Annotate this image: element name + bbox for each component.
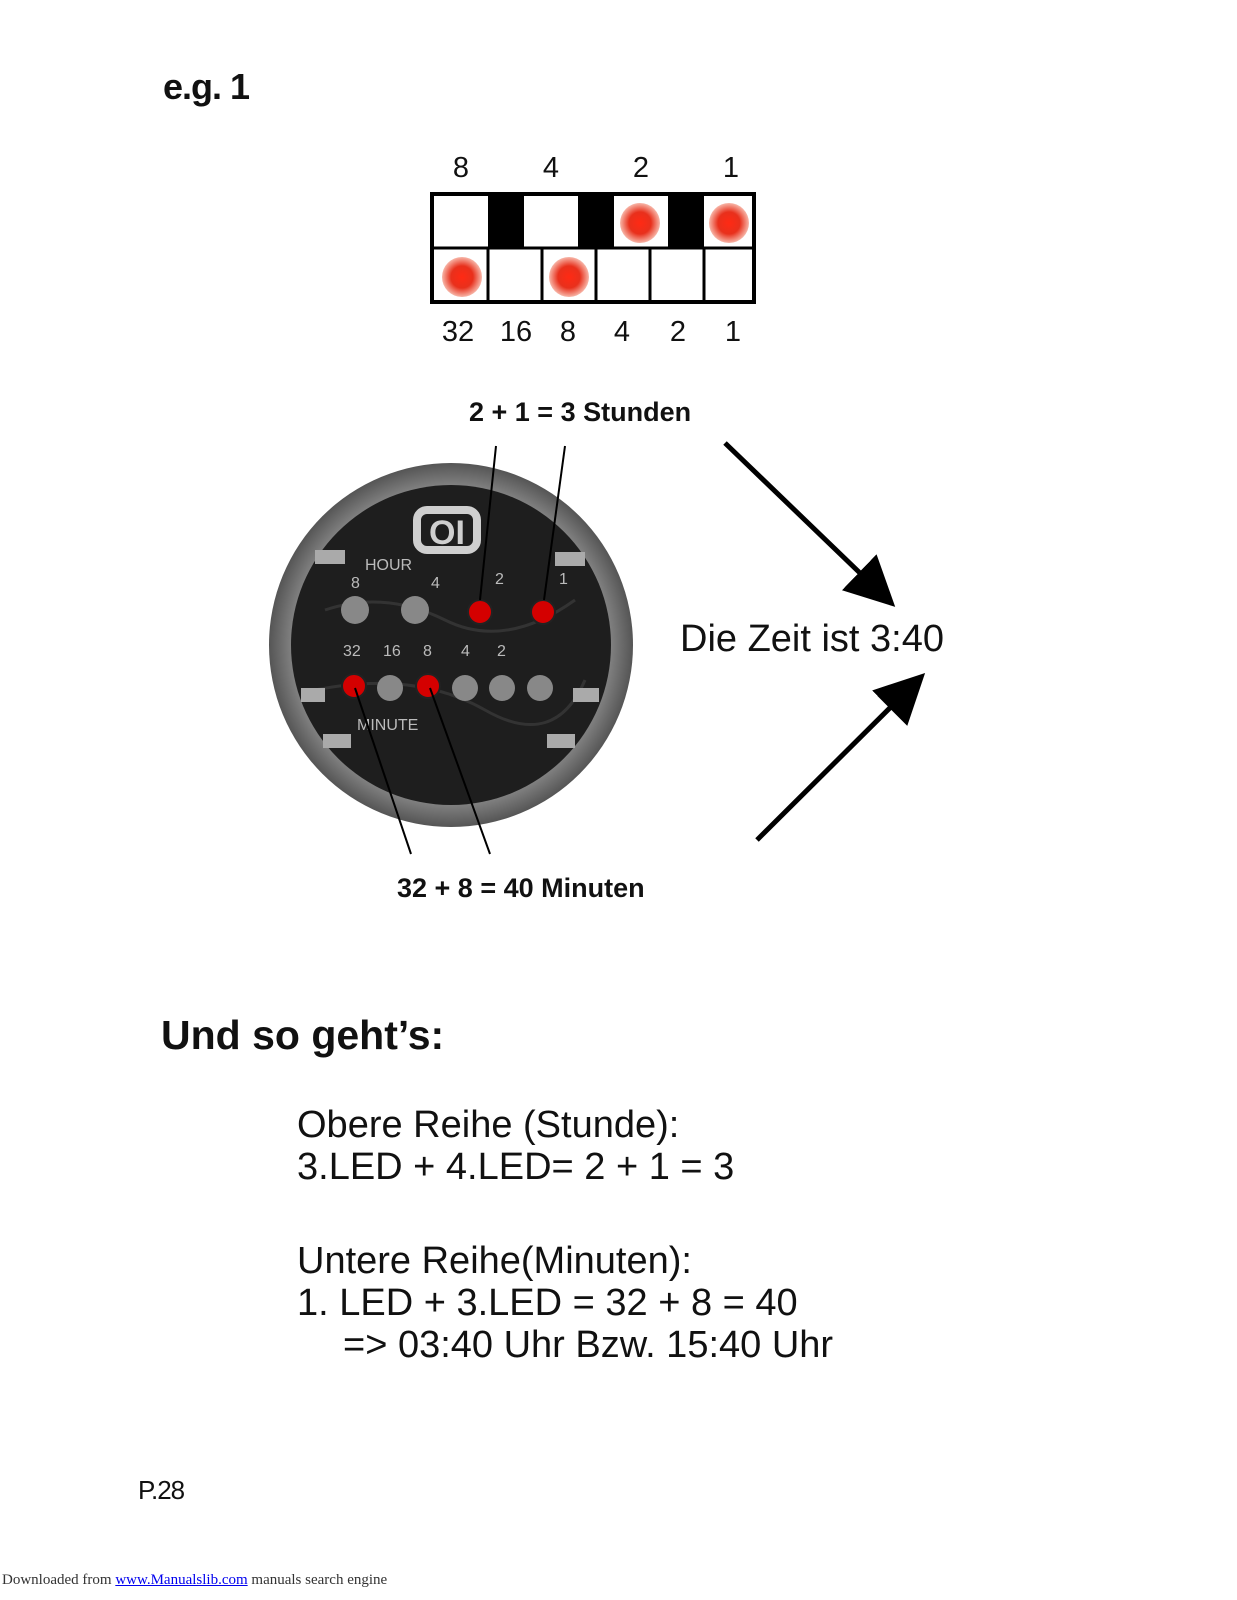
footer-attribution: Downloaded from www.Manualslib.com manua…: [2, 1572, 387, 1589]
watch-hour-value: 8: [351, 575, 360, 592]
watch-component: [555, 552, 585, 566]
hour-led-1-on: [709, 203, 749, 243]
arrow-hours-to-time: [723, 441, 896, 607]
watch-led-off: [377, 675, 403, 701]
watch-led-off: [452, 675, 478, 701]
pointer-line: [479, 445, 497, 601]
watch-minute-value: 16: [383, 643, 401, 660]
lower-row-explanation: Untere Reihe(Minuten): 1. LED + 3.LED = …: [297, 1240, 833, 1366]
pointer-line: [354, 687, 412, 855]
watch-hour-value: 4: [431, 575, 440, 592]
grid-black-block: [668, 194, 704, 248]
upper-row-title: Obere Reihe (Stunde):: [297, 1104, 680, 1146]
footer-prefix: Downloaded from: [2, 1572, 116, 1588]
lower-row-title: Untere Reihe(Minuten):: [297, 1240, 692, 1282]
watch-led-off: [527, 675, 553, 701]
minute-weight-label: 16: [499, 316, 533, 348]
watch-face-illustration: OI HOUR 8 4 2 1 32 16 8 4 2 MINUTE: [269, 463, 633, 827]
hour-weight-label: 1: [722, 152, 740, 184]
watch-minute-value: 4: [461, 643, 470, 660]
minute-weight-label: 32: [441, 316, 475, 348]
minute-weight-label: 4: [613, 316, 631, 348]
watch-logo: OI: [429, 514, 465, 552]
hour-led-2-on: [620, 203, 660, 243]
watch-component: [301, 688, 325, 702]
page-number: P.28: [138, 1475, 185, 1505]
pointer-line: [543, 445, 566, 601]
howto-heading: Und so geht’s:: [161, 1012, 445, 1058]
example-title: e.g. 1: [163, 66, 250, 107]
result-line: => 03:40 Uhr Bzw. 15:40 Uhr: [343, 1324, 834, 1366]
minute-led-32-on: [442, 257, 482, 297]
hour-weight-label: 8: [452, 152, 470, 184]
watch-led-off: [489, 675, 515, 701]
watch-minute-value: 8: [423, 643, 432, 660]
watch-component: [315, 550, 345, 564]
watch-minute-led-32-on: [341, 673, 367, 699]
watch-hour-value: 2: [495, 571, 504, 588]
upper-row-explanation: Obere Reihe (Stunde): 3.LED + 4.LED= 2 +…: [297, 1104, 734, 1188]
hour-weight-label: 4: [542, 152, 560, 184]
watch-led-off: [341, 596, 369, 624]
time-statement: Die Zeit ist 3:40: [680, 618, 944, 660]
manualslib-link[interactable]: www.Manualslib.com: [115, 1572, 248, 1588]
upper-row-calculation: 3.LED + 4.LED= 2 + 1 = 3: [297, 1146, 735, 1188]
watch-minute-label: MINUTE: [357, 717, 418, 734]
lower-row-calculation: 1. LED + 3.LED = 32 + 8 = 40: [297, 1282, 798, 1324]
hour-weight-label: 2: [632, 152, 650, 184]
arrow-minutes-to-time: [755, 672, 926, 842]
watch-component: [323, 734, 351, 748]
footer-suffix: manuals search engine: [247, 1572, 388, 1588]
watch-hour-value: 1: [559, 571, 568, 588]
watch-component: [573, 688, 599, 702]
pointer-line: [429, 687, 491, 855]
watch-hour-label: HOUR: [365, 557, 412, 574]
watch-hour-led-1-on: [530, 599, 556, 625]
grid-black-block: [578, 194, 614, 248]
watch-component: [547, 734, 575, 748]
minute-weight-label: 8: [559, 316, 577, 348]
logo-mark: [413, 506, 481, 554]
hours-caption: 2 + 1 = 3 Stunden: [469, 397, 692, 427]
watch-minute-value: 32: [343, 643, 361, 660]
watch-minute-value: 2: [497, 643, 506, 660]
minute-weight-label: 1: [724, 316, 742, 348]
binary-clock-diagram: [430, 192, 756, 304]
minutes-caption: 32 + 8 = 40 Minuten: [397, 873, 645, 903]
watch-minute-led-8-on: [415, 673, 441, 699]
watch-led-off: [401, 596, 429, 624]
grid-black-block: [488, 194, 524, 248]
minute-weight-label: 2: [669, 316, 687, 348]
minute-led-8-on: [549, 257, 589, 297]
